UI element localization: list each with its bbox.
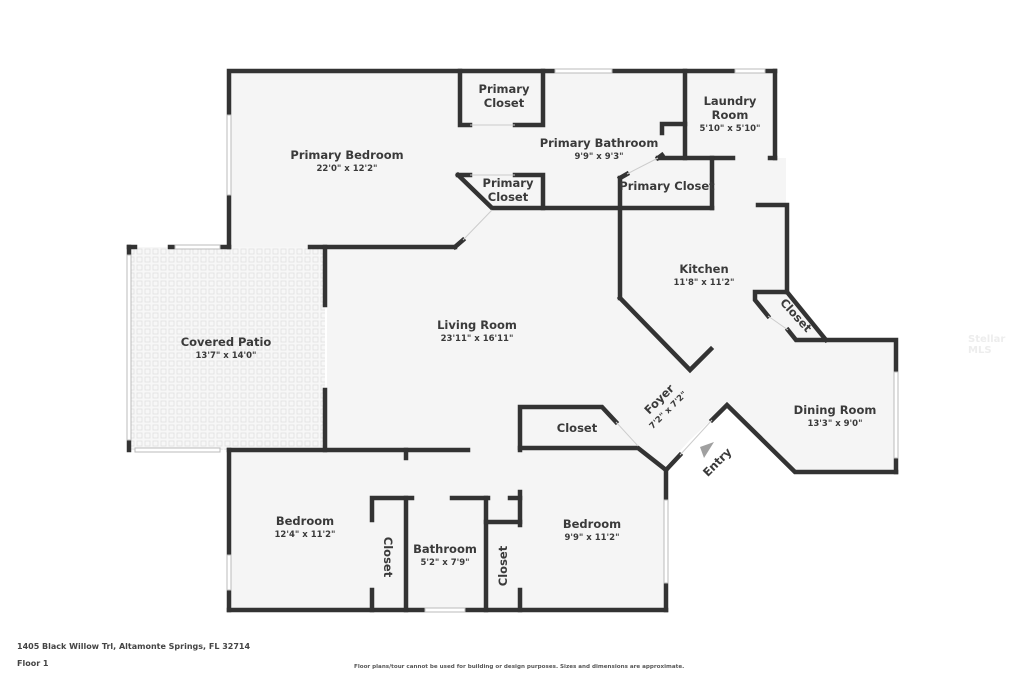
foyer-closet-label: Closet bbox=[557, 421, 598, 435]
bedroom-left-dims: 12'4" x 11'2" bbox=[275, 530, 336, 540]
floor-label: Floor 1 bbox=[17, 659, 49, 668]
primary-bedroom-dims: 22'0" x 12'2" bbox=[317, 164, 378, 174]
bathroom-dims: 5'2" x 7'9" bbox=[420, 558, 469, 568]
floor-fills bbox=[229, 71, 896, 610]
bedroom-right-dims: 9'9" x 11'2" bbox=[564, 533, 619, 543]
primary-closet-mid-label-2: Closet bbox=[488, 190, 529, 204]
laundry-room-dims: 5'10" x 5'10" bbox=[700, 124, 761, 134]
primary-closet-mid-label-1: Primary bbox=[483, 176, 534, 190]
primary-bathroom-label: Primary Bathroom bbox=[540, 136, 659, 150]
dining-room-label: Dining Room bbox=[794, 403, 877, 417]
laundry-room-label-1: Laundry bbox=[704, 94, 757, 108]
primary-closet-right-label: Primary Closet bbox=[619, 179, 715, 193]
walls bbox=[126, 68, 899, 613]
primary-bathroom-dims: 9'9" x 9'3" bbox=[574, 152, 623, 162]
living-room-dims: 23'11" x 16'11" bbox=[441, 334, 514, 344]
windows bbox=[126, 68, 899, 613]
bedroom-left-closet-label: Closet bbox=[381, 537, 395, 578]
covered-patio-dims: 13'7" x 14'0" bbox=[196, 351, 257, 361]
laundry-room-label-2: Room bbox=[712, 108, 749, 122]
entry-arrow-icon bbox=[700, 442, 714, 458]
kitchen-dims: 11'8" x 11'2" bbox=[674, 278, 735, 288]
disclaimer: Floor plans/tour cannot be used for buil… bbox=[354, 664, 685, 670]
bathroom-label: Bathroom bbox=[413, 542, 477, 556]
property-address: 1405 Black Willow Trl, Altamonte Springs… bbox=[17, 642, 251, 651]
door-openings bbox=[462, 124, 789, 456]
bedroom-right-label: Bedroom bbox=[563, 517, 621, 531]
living-room-label: Living Room bbox=[437, 318, 517, 332]
covered-patio-label: Covered Patio bbox=[181, 335, 272, 349]
primary-closet-top-label-2: Closet bbox=[484, 96, 525, 110]
bedroom-left-label: Bedroom bbox=[276, 514, 334, 528]
bathroom-closet-label: Closet bbox=[496, 545, 510, 586]
dining-room-dims: 13'3" x 9'0" bbox=[807, 419, 862, 429]
room-labels: Primary Bedroom 22'0" x 12'2" Primary Cl… bbox=[181, 82, 877, 586]
primary-bedroom-label: Primary Bedroom bbox=[290, 148, 403, 162]
watermark: Stellar MLS bbox=[968, 334, 1006, 356]
primary-closet-top-label-1: Primary bbox=[479, 82, 530, 96]
patio-floor bbox=[129, 247, 325, 450]
kitchen-label: Kitchen bbox=[679, 262, 728, 276]
